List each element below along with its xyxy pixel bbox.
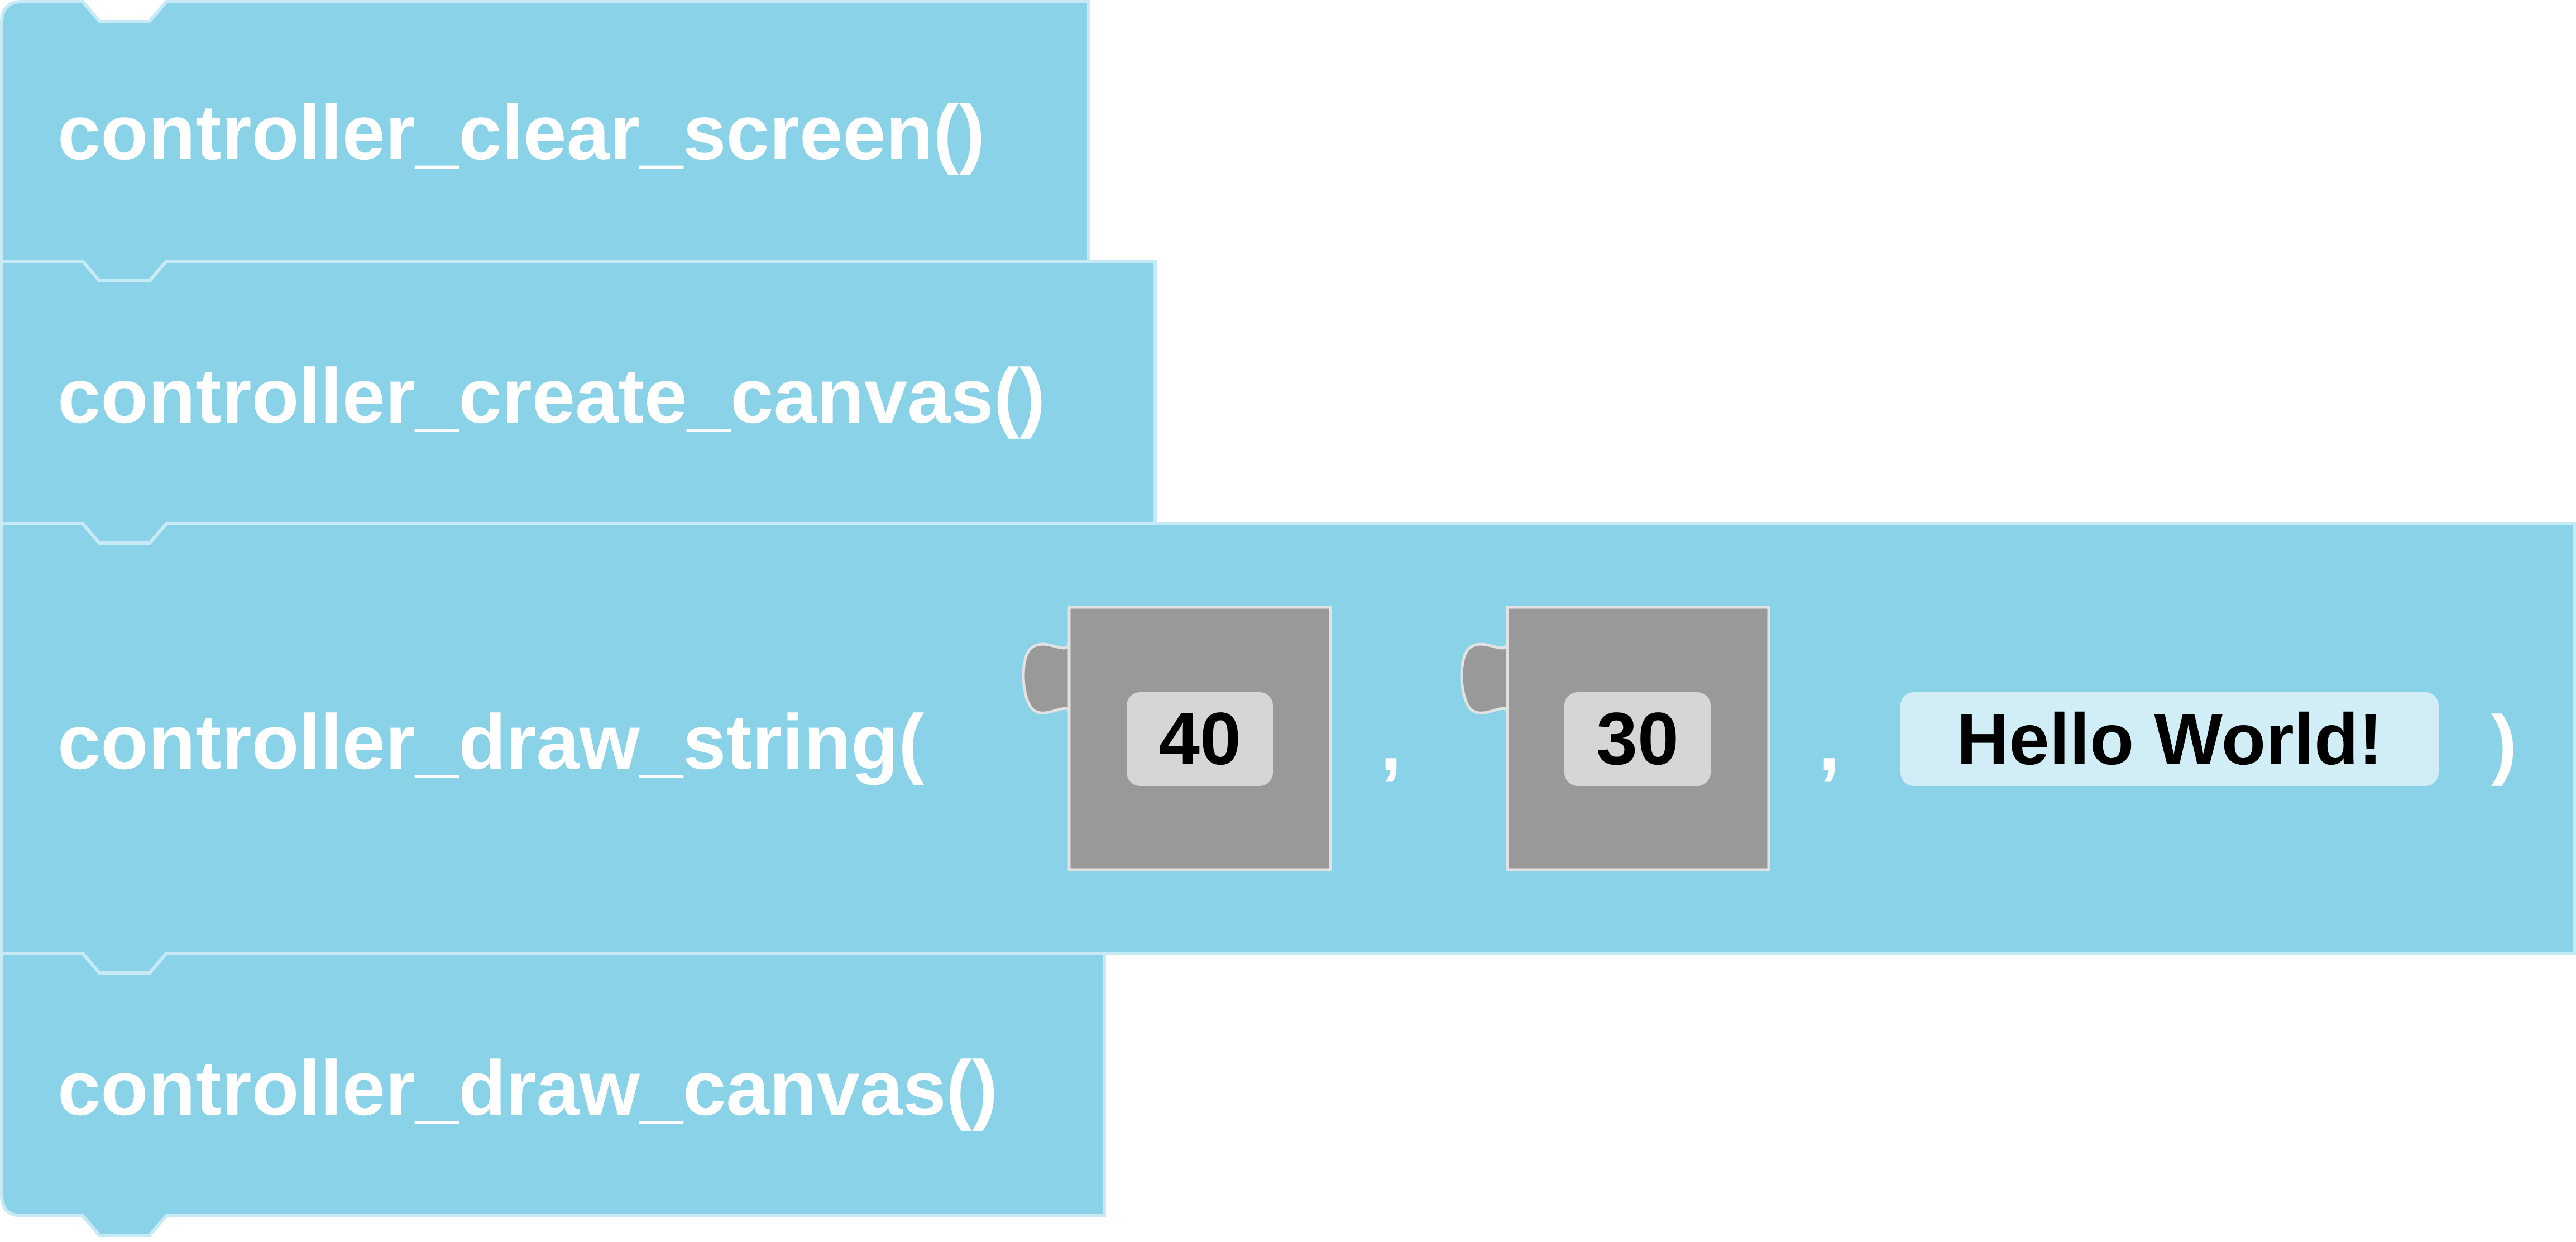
clear-screen-block[interactable] <box>0 0 1090 282</box>
socket-1-puzzle-tab <box>1022 607 1071 714</box>
clear-screen-label: controller_clear_screen() <box>58 89 985 176</box>
draw-string-label: controller_draw_string( <box>58 699 925 785</box>
argument-separator-1: , <box>1380 700 1402 787</box>
argument-separator-2: , <box>1818 700 1840 787</box>
text-string-field[interactable]: Hello World! <box>1900 692 2439 786</box>
draw-canvas-block[interactable] <box>0 952 1106 1237</box>
socket-2-puzzle-tab <box>1460 607 1509 714</box>
closing-parenthesis: ) <box>2491 700 2517 787</box>
x-number-field[interactable]: 40 <box>1127 692 1273 786</box>
y-number-field[interactable]: 30 <box>1564 692 1711 786</box>
create-canvas-label: controller_create_canvas() <box>58 353 1046 439</box>
draw-canvas-label: controller_draw_canvas() <box>58 1045 998 1131</box>
